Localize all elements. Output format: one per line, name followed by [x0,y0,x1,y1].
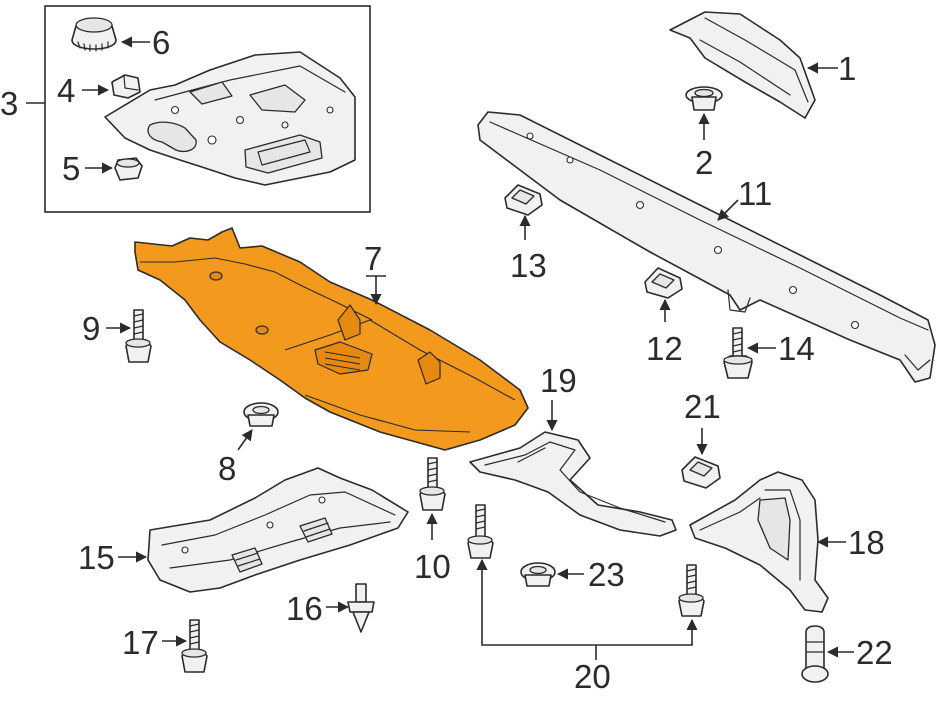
part-10-bolt[interactable] [419,457,446,511]
part-8-push-nut[interactable] [243,402,279,427]
callout-19: 19 [540,362,577,399]
part-7-engine-under-shield[interactable] [134,227,529,451]
callout-6: 6 [152,24,170,61]
leader-11 [717,199,739,221]
callout-22: 22 [856,634,893,671]
part-6-cap-nut[interactable] [71,17,117,52]
callout-1: 1 [838,50,856,87]
part-13-square-nut[interactable] [504,184,543,216]
part-12-square-nut[interactable] [644,267,683,299]
part-9-bolt[interactable] [125,309,152,363]
part-19-bracket[interactable] [469,431,677,537]
callout-17: 17 [122,624,159,661]
part-3-splash-shield[interactable] [104,51,356,186]
part-20-bolt-left[interactable] [467,504,494,559]
callout-13: 13 [510,247,547,284]
callout-8: 8 [218,450,236,487]
part-4-clip[interactable] [111,74,141,99]
part-22-push-pin[interactable] [801,625,829,683]
callout-14: 14 [778,330,815,367]
callout-21: 21 [684,388,721,425]
callout-23: 23 [588,556,625,593]
part-15-lower-shield[interactable] [147,467,409,593]
callout-4: 4 [57,72,75,109]
callout-3: 3 [0,85,18,122]
part-16-push-pin[interactable] [347,583,375,633]
callout-16: 16 [286,590,323,627]
part-21-nut[interactable] [681,456,721,489]
callout-11: 11 [738,175,772,212]
part-5-nut[interactable] [114,157,143,181]
part-11-cross-member[interactable] [477,111,936,383]
callout-7: 7 [364,240,382,277]
part-1-bracket[interactable] [669,11,816,119]
callout-12: 12 [646,330,683,367]
callout-10: 10 [414,548,451,585]
leader-20 [476,558,698,646]
callout-15: 15 [78,539,115,576]
callout-5: 5 [62,150,80,187]
part-14-bolt[interactable] [723,327,753,379]
inset-box-part-3 [44,5,371,213]
part-17-bolt[interactable] [181,619,208,673]
leader-8 [237,429,253,451]
part-2-push-pin[interactable] [685,86,723,111]
callout-18: 18 [848,524,885,561]
part-18-bracket[interactable] [689,471,829,613]
part-23-push-nut[interactable] [520,562,556,587]
part-20-bolt-right[interactable] [678,564,705,617]
callout-2: 2 [695,144,713,181]
callout-9: 9 [82,310,100,347]
callout-20: 20 [574,658,611,695]
